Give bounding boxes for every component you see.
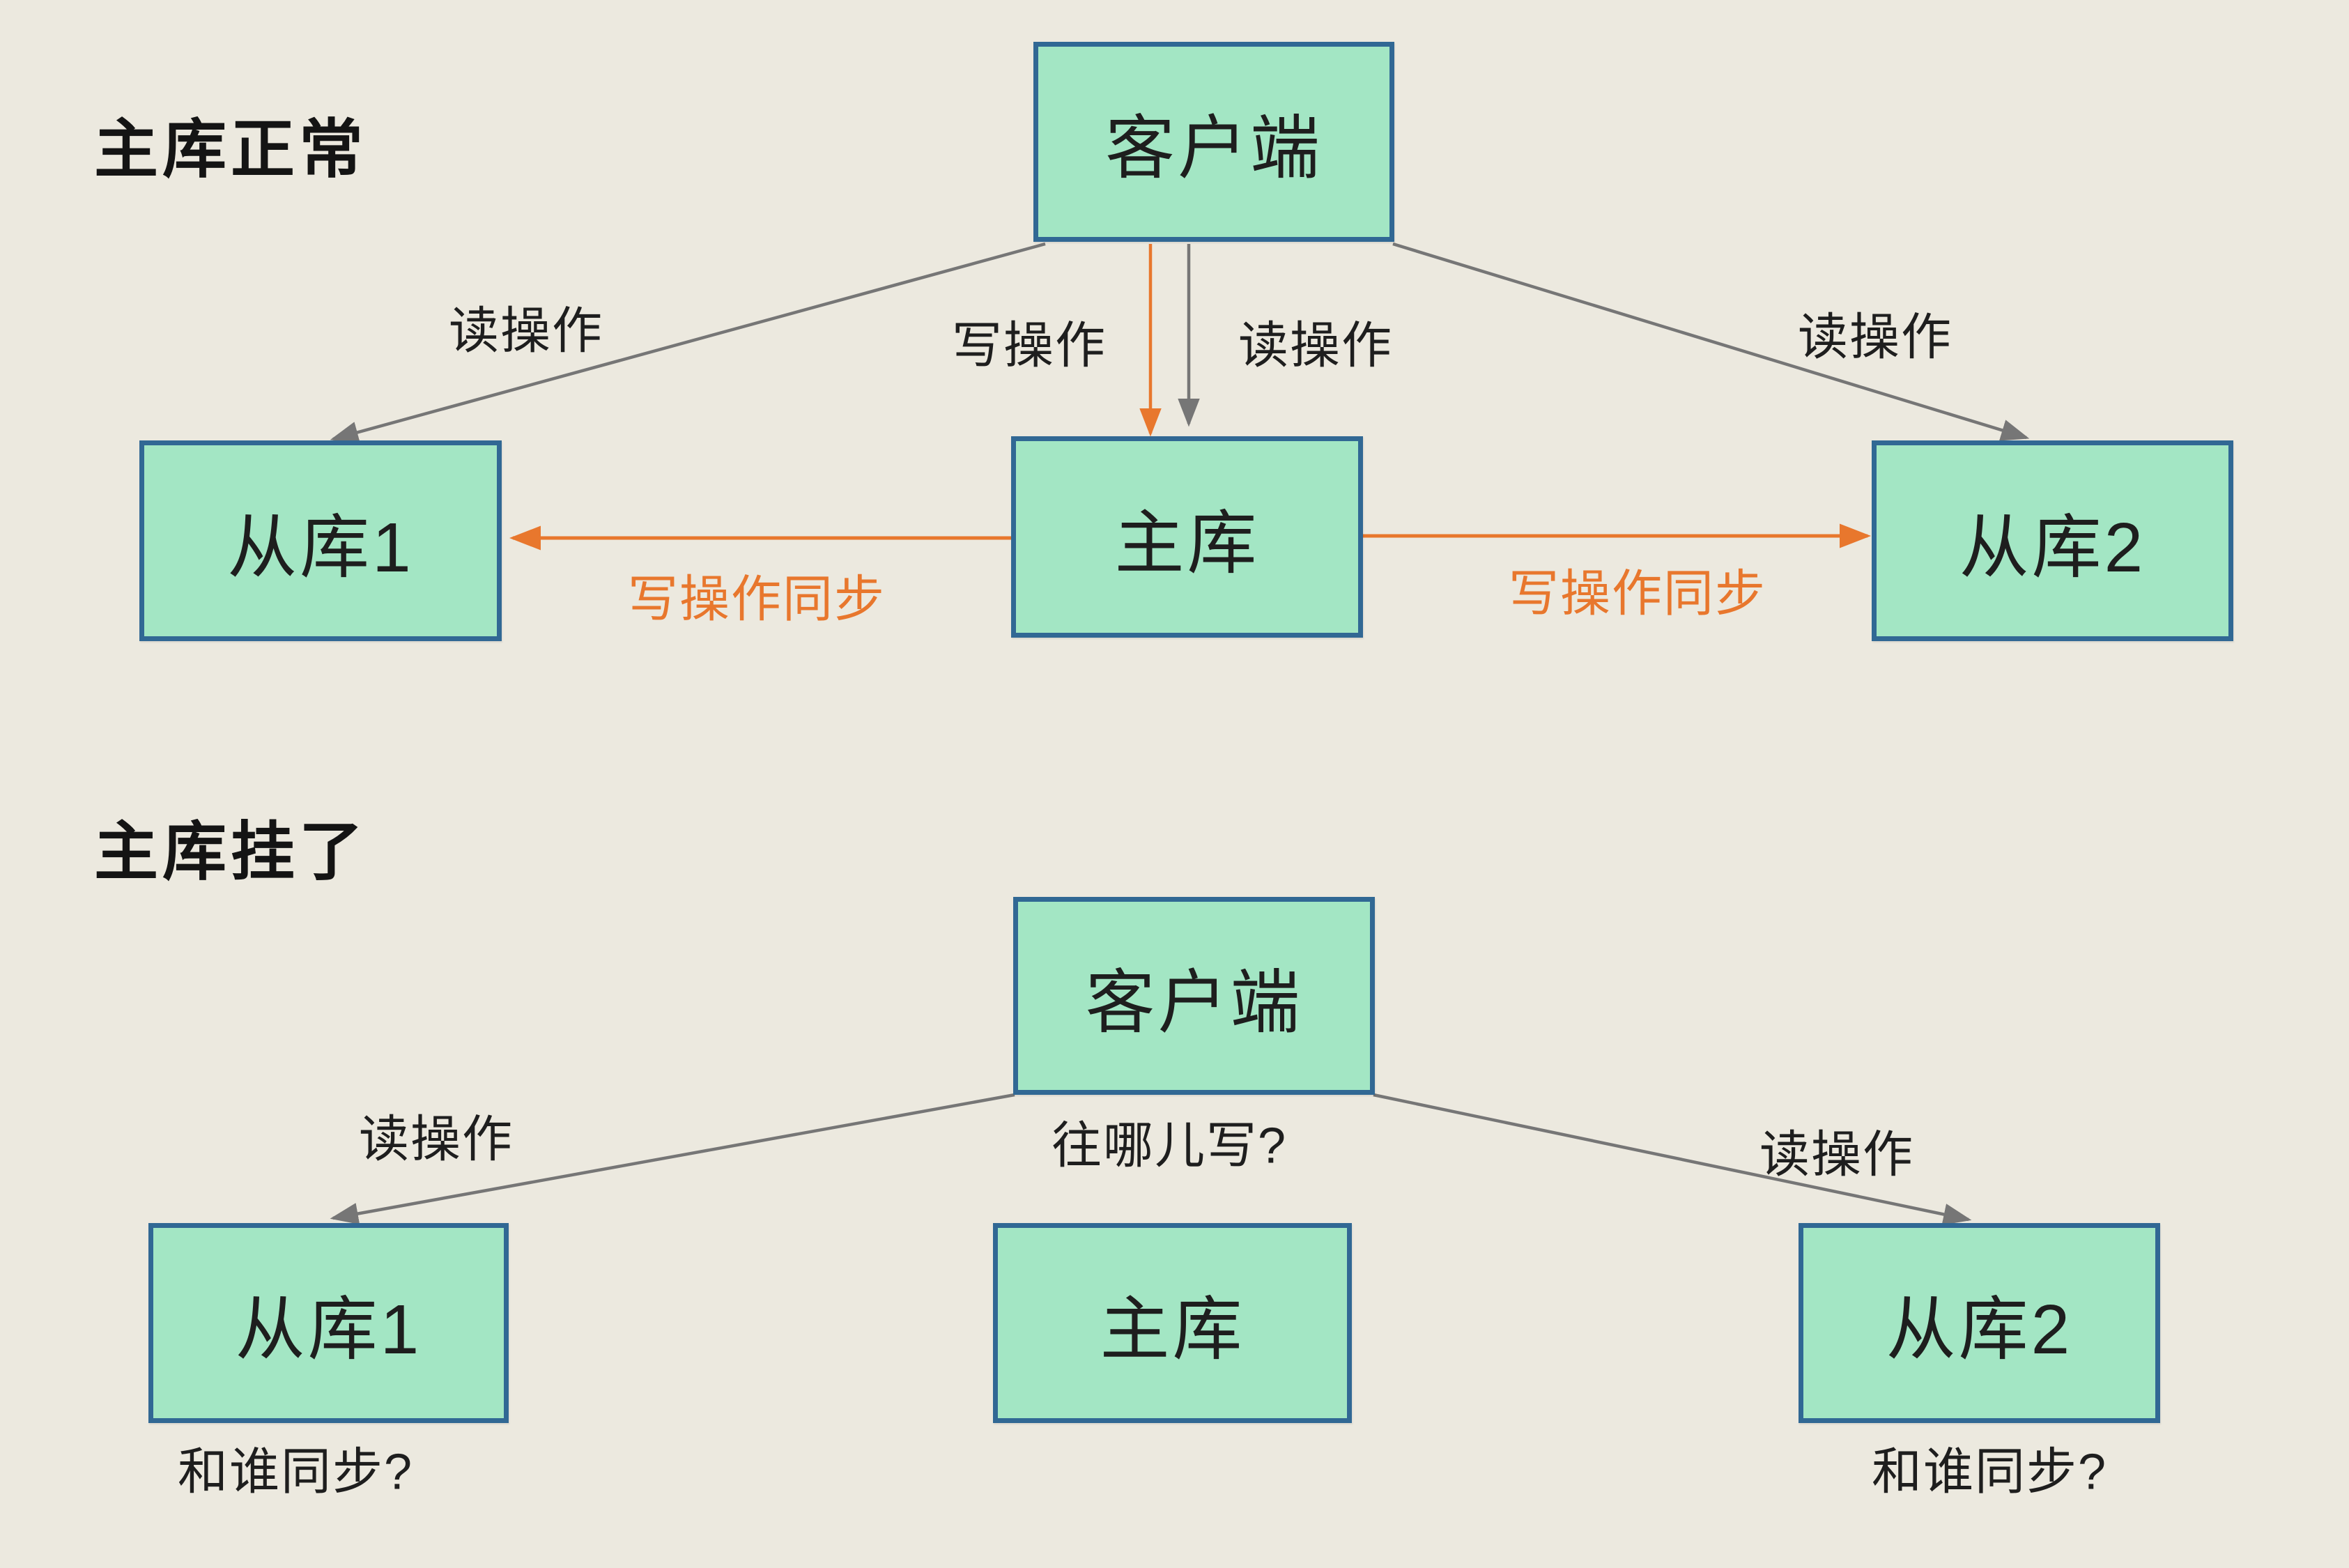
arrow-read-client-to-slave1 <box>330 242 1046 443</box>
label-write-question: 往哪儿写? <box>1051 1118 1288 1174</box>
label-sync-question-right: 和谁同步? <box>1871 1444 2108 1500</box>
node-master-bottom-label: 主库 <box>1100 1291 1245 1369</box>
node-slave2-bottom: 从库2 <box>1799 1223 2160 1423</box>
label-read-left-bottom: 读操作 <box>358 1112 514 1168</box>
node-master-top-label: 主库 <box>1114 505 1260 583</box>
node-master-top: 主库 <box>1011 436 1363 638</box>
node-client-bottom: 客户端 <box>1013 897 1375 1095</box>
arrow-read-client-to-slave2-down <box>1373 1093 1972 1226</box>
node-slave1-top: 从库1 <box>139 440 502 641</box>
label-read-left-top: 读操作 <box>448 303 604 360</box>
node-slave1-bottom-label: 从库1 <box>235 1291 422 1369</box>
section-title-master-down: 主库挂了 <box>94 817 368 888</box>
label-sync-question-left: 和谁同步? <box>177 1444 414 1500</box>
label-read-center-top: 读操作 <box>1238 318 1394 374</box>
label-read-right-bottom: 读操作 <box>1759 1127 1915 1183</box>
node-slave2-bottom-label: 从库2 <box>1886 1291 2073 1369</box>
label-read-right-top: 读操作 <box>1797 309 1953 366</box>
node-slave1-bottom: 从库1 <box>148 1223 509 1423</box>
arrow-read-client-to-slave1-down <box>330 1093 1015 1225</box>
node-master-bottom: 主库 <box>993 1223 1352 1423</box>
node-slave1-top-label: 从库1 <box>227 508 414 587</box>
arrow-read-client-to-slave2 <box>1392 242 2030 441</box>
label-write-center-top: 写操作 <box>951 318 1107 374</box>
section-title-master-normal: 主库正常 <box>94 114 368 185</box>
label-write-sync-right: 写操作同步 <box>1508 566 1767 622</box>
node-client-top: 客户端 <box>1033 42 1394 242</box>
node-client-bottom-label: 客户端 <box>1085 963 1303 1042</box>
label-write-sync-left: 写操作同步 <box>627 571 886 628</box>
node-slave2-top: 从库2 <box>1872 440 2233 641</box>
node-client-top-label: 客户端 <box>1105 109 1323 187</box>
node-slave2-top-label: 从库2 <box>1959 508 2146 587</box>
